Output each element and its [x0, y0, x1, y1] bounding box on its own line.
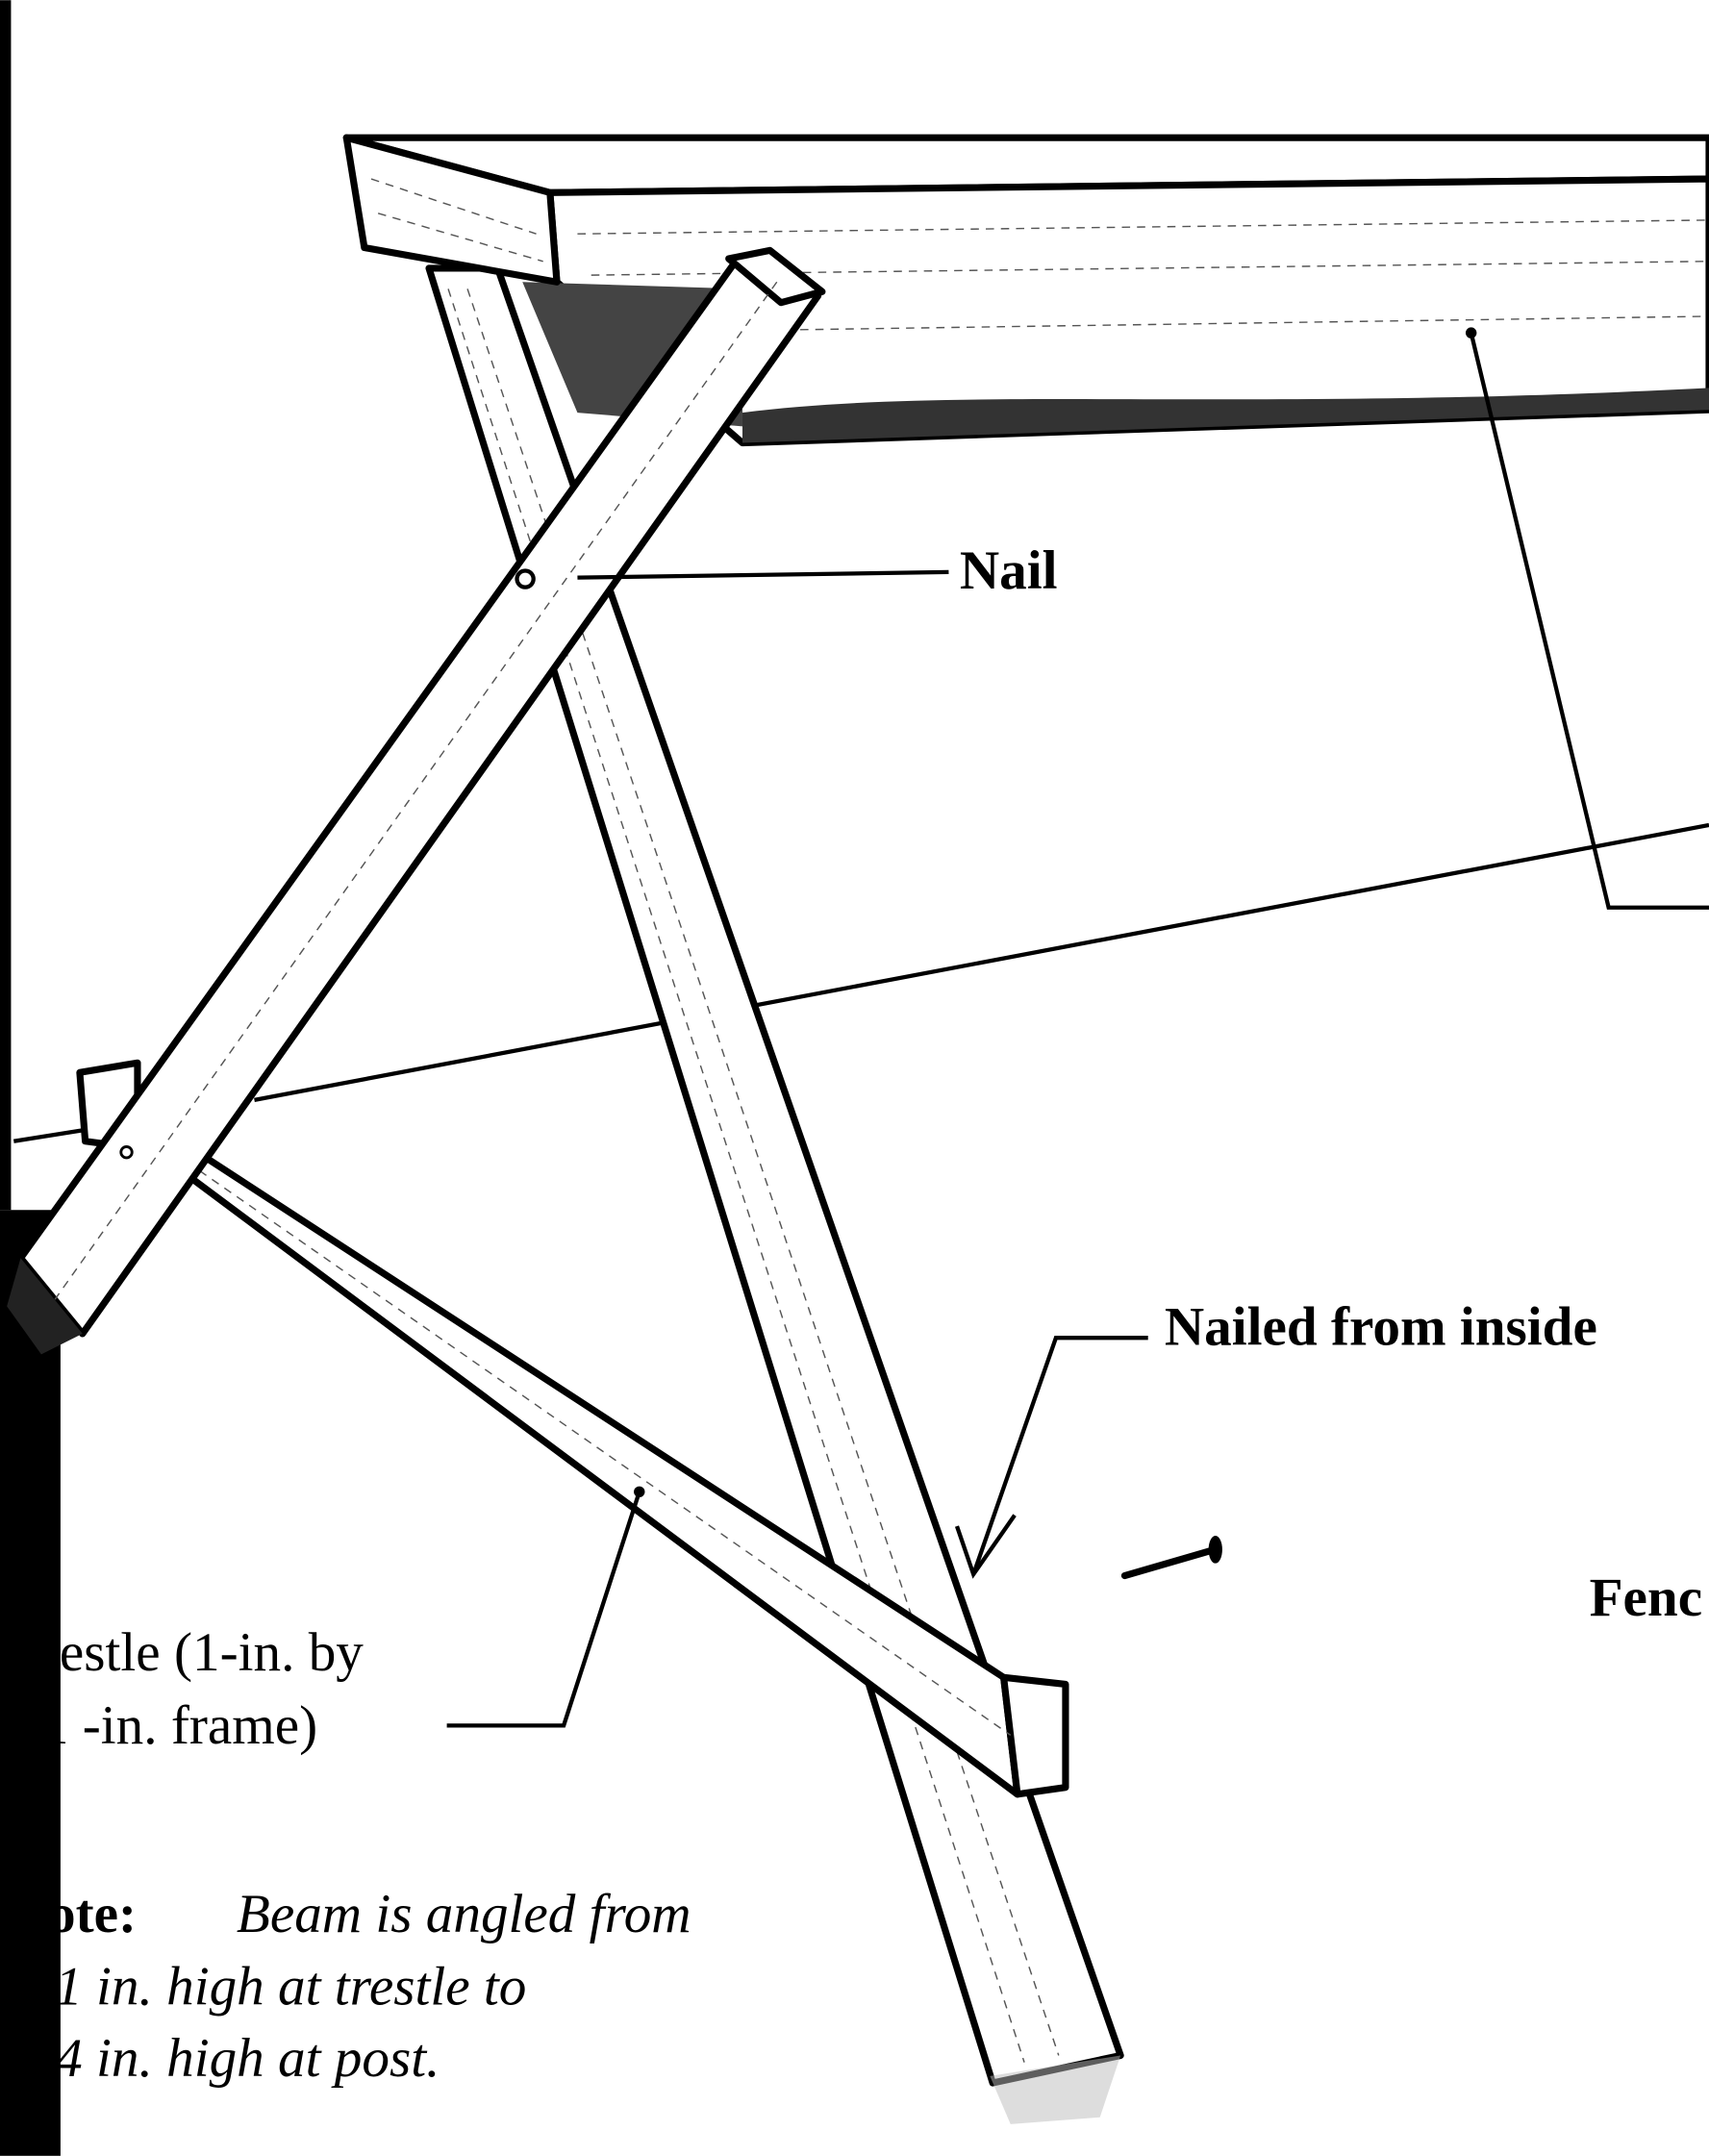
ground-line-left	[13, 1128, 84, 1143]
arrow-head-icon	[954, 1514, 1017, 1579]
note-label: ote:	[48, 1884, 137, 1944]
trestle-label-line1: restle (1-in. by	[41, 1622, 364, 1683]
nail-leader	[577, 569, 949, 580]
note-line2: 1 in. high at trestle to	[55, 1957, 526, 2018]
trestle-lower-brace	[76, 1059, 1069, 1798]
nailed-from-inside-label: Nailed from inside	[1165, 1296, 1597, 1357]
scan-edge-top	[0, 0, 12, 1211]
trestle-leader	[446, 1491, 641, 1728]
ground-line	[254, 822, 1709, 1102]
scan-edge	[0, 1210, 61, 2156]
nail-icon	[1120, 1536, 1222, 1580]
trestle-front-leg	[7, 246, 826, 1355]
trestle-label-line2: 1 -in. frame)	[41, 1695, 317, 1756]
note-line1: Beam is angled from	[237, 1884, 691, 1944]
nail-label: Nail	[960, 540, 1058, 601]
beam-leader	[1469, 332, 1709, 910]
fence-beam	[342, 134, 1709, 447]
nail-head-icon	[119, 1145, 134, 1160]
nailed-leader	[971, 1336, 1148, 1575]
nail-head-icon	[515, 568, 536, 589]
note-line3: 4 in. high at post.	[55, 2028, 440, 2089]
fence-label: Fenc	[1590, 1567, 1702, 1628]
